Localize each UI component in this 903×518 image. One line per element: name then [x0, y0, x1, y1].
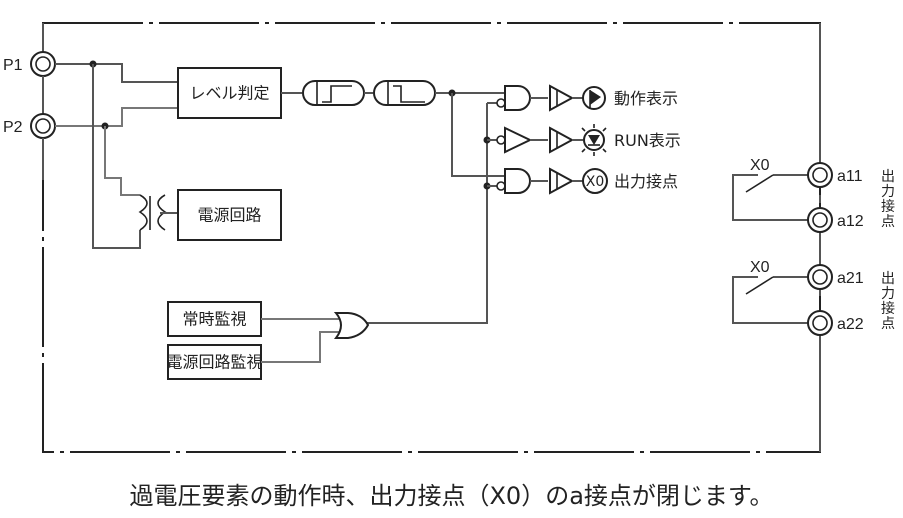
output-contact-1: X0 a11 a12 出 力 接 点	[732, 157, 895, 233]
group-label-char: 力	[881, 286, 895, 302]
wire-p1-level	[55, 63, 178, 83]
run-indicator-label: RUN表示	[614, 131, 681, 150]
group-label-char: 出	[881, 271, 895, 287]
group-label-char: 接	[881, 198, 895, 215]
relay-coil-icon: X0	[582, 168, 608, 194]
wire-p2-level	[55, 107, 178, 127]
relay-coil-label: X0	[586, 174, 605, 190]
terminal-a22-label: a22	[837, 316, 864, 333]
wire-monitor-bus	[366, 103, 488, 324]
constant-monitor-block: 常時監視	[167, 301, 262, 337]
on-delay-timer-icon	[302, 80, 365, 106]
switch-label: X0	[750, 157, 770, 174]
amplifier-icon	[549, 126, 583, 154]
inverter-run	[496, 126, 548, 154]
group-label-char: 出	[881, 169, 895, 185]
operation-indicator-icon	[582, 86, 606, 110]
group-label-char: 力	[881, 184, 895, 200]
terminal-a21-label: a21	[837, 270, 864, 287]
output-contact-2: X0 a21 a22 出 力 接 点	[732, 259, 895, 336]
level-judge-label: レベル判定	[189, 84, 269, 103]
and-gate-output	[496, 168, 548, 194]
wire-p1-transformer	[92, 64, 141, 249]
terminal-p1: P1	[3, 51, 56, 77]
group-label-char: 点	[881, 214, 895, 230]
off-delay-timer-icon	[373, 80, 436, 106]
terminal-a11-label: a11	[837, 168, 863, 185]
terminal-p1-label: P1	[3, 57, 23, 74]
switch-label: X0	[750, 259, 770, 276]
amplifier-icon	[549, 167, 583, 195]
terminal-p2: P2	[3, 113, 56, 139]
power-monitor-label: 電源回路監視	[166, 353, 262, 372]
constant-monitor-label: 常時監視	[182, 310, 246, 329]
power-circuit-label: 電源回路	[197, 206, 261, 225]
block-diagram: P1 P2 レベル判定 電源回路	[3, 22, 895, 453]
wire-p2-transformer	[104, 126, 140, 196]
transformer-icon	[138, 194, 178, 231]
terminal-p2-label: P2	[3, 119, 23, 136]
level-judge-block: レベル判定	[177, 67, 282, 119]
group-label-char: 接	[881, 300, 895, 317]
output-contact-label: 出力接点	[614, 172, 678, 191]
wire-powermon-or	[261, 331, 340, 363]
power-monitor-block: 電源回路監視	[166, 344, 263, 380]
or-gate	[333, 312, 370, 339]
power-circuit-block: 電源回路	[177, 189, 282, 241]
caption: 過電圧要素の動作時、出力接点（X0）のa接点が閉じます。	[129, 482, 774, 510]
operation-indicator-label: 動作表示	[614, 89, 678, 108]
amplifier-icon	[549, 84, 583, 112]
and-gate-operation	[496, 85, 548, 111]
run-led-icon	[581, 124, 607, 156]
group-label-char: 点	[881, 316, 895, 332]
terminal-a12-label: a12	[837, 213, 864, 230]
